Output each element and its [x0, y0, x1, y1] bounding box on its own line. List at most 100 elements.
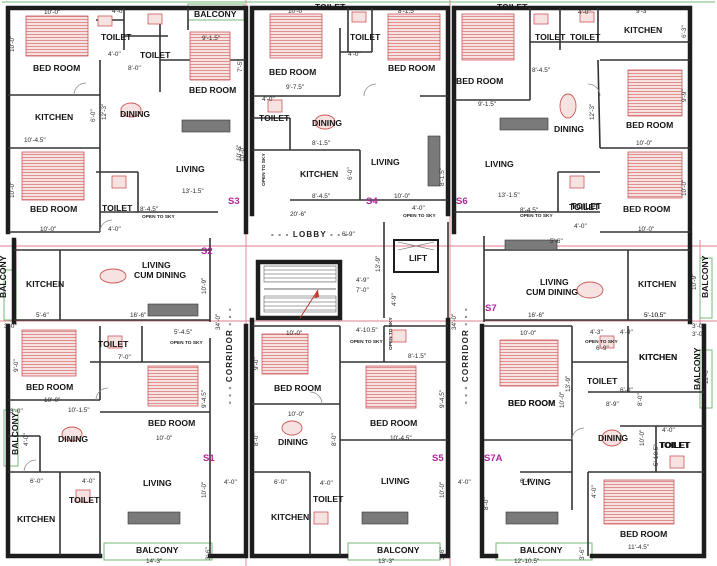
room-label: DINING [554, 124, 584, 134]
room-label: TOILET [350, 32, 381, 42]
dimension: 10'-0" [681, 180, 688, 196]
room-label: TOILET [140, 50, 171, 60]
dimension: 7'-0" [118, 354, 131, 361]
dimension: 8'-4.5" [312, 193, 330, 200]
dimension: 4'-0" [412, 205, 425, 212]
dimension: 10'-0" [638, 226, 654, 233]
dimension: 4'-3" [590, 329, 603, 336]
room-label: TOILET [497, 2, 528, 12]
room-label: TOILET [98, 339, 129, 349]
dimension: 4'-0" [578, 9, 591, 16]
dimension: 10'-0" [636, 140, 652, 147]
room-label: KITCHEN [300, 169, 338, 179]
dimension: 4'-0" [348, 51, 361, 58]
small-label: OPEN TO SKY [520, 213, 553, 219]
dimension: 6'-0" [347, 167, 354, 180]
room-label: KITCHEN [17, 514, 55, 524]
room-label: TOILET [535, 32, 566, 42]
room-label: LIVING [371, 157, 400, 167]
corridor-label: - - - CORRIDOR - - - [225, 307, 234, 404]
room-label: LIVING [176, 164, 205, 174]
room-label: BED ROOM [456, 76, 503, 86]
room-label: BALCONY [10, 412, 20, 455]
unit-label: S1 [203, 453, 215, 464]
dimension: 5'-6" [36, 312, 49, 319]
room-label: BALCONY [136, 545, 179, 555]
small-label: OPEN TO SKY [585, 339, 618, 345]
dimension: 11'-6" [703, 368, 710, 384]
small-label: OPEN TO SKY [170, 340, 203, 346]
dimension: 10'-0" [439, 482, 446, 498]
dimension: 8'-1.5" [439, 168, 446, 186]
room-label: KITCHEN [624, 25, 662, 35]
corridor-label: - - - CORRIDOR - - - [461, 307, 470, 404]
room-label: TOILET [660, 440, 691, 450]
room-label: TOILET [69, 495, 100, 505]
room-label: TOILET [259, 113, 290, 123]
dimension: 10'-0" [9, 182, 16, 198]
dimension: 10'-0" [520, 330, 536, 337]
room-label: BED ROOM [274, 383, 321, 393]
dimension: 8'-4.5" [520, 207, 538, 214]
unit-label: S7A [484, 453, 503, 464]
dimension: 5'-6" [550, 238, 563, 245]
dimension: 10'-0" [639, 430, 646, 446]
dimension: 9'-0" [253, 357, 260, 370]
dimension: 10'-1.5" [68, 407, 90, 414]
dimension: 10'-0" [286, 330, 302, 337]
dimension: 34'-0" [215, 314, 222, 330]
dimension: 14'-3" [146, 558, 162, 565]
dimension: 5'-4.5" [174, 329, 192, 336]
dimension: 6'-3" [681, 25, 688, 38]
room-label: TOILET [571, 201, 602, 211]
dining-tables [61, 93, 623, 447]
lift-shaft [397, 241, 435, 251]
dimension: 6'-9" [342, 231, 355, 238]
door-swings [23, 82, 601, 473]
room-label: TOILET [569, 202, 600, 212]
room-label: BED ROOM [269, 67, 316, 77]
room-label: LIVING [540, 277, 569, 287]
room-label: BED ROOM [626, 120, 673, 130]
dimension: 13'-1.5" [182, 188, 204, 195]
dimension: 4'-0" [458, 479, 471, 486]
room-label: TOILET [101, 32, 132, 42]
dimension: 4'-0" [108, 51, 121, 58]
room-label: KITCHEN [639, 352, 677, 362]
dimension: 10'-0" [40, 226, 56, 233]
dimension: 3'-6" [579, 547, 586, 560]
dimension: 4'-0" [108, 226, 121, 233]
dimension: 10'-0" [239, 146, 246, 162]
dimension: 8'-4.5" [532, 67, 550, 74]
dimension: 10'-0" [44, 9, 60, 16]
dimension: 9'-4.5" [201, 390, 208, 408]
dimension: 3'-6" [439, 547, 446, 560]
dimension: 4'-0" [224, 479, 237, 486]
dimension: 7'-0" [356, 287, 369, 294]
room-label: BALCONY [700, 255, 710, 298]
room-label: LIVING [142, 260, 171, 270]
dimension: 8'-9" [606, 401, 619, 408]
small-label: OPEN TO SKY [388, 317, 394, 350]
small-label: OPEN TO SKY [261, 153, 267, 186]
room-label: BED ROOM [623, 204, 670, 214]
dimension: 4'-9" [391, 293, 398, 306]
dimension: 6'-0" [90, 109, 97, 122]
room-label: KITCHEN [639, 352, 677, 362]
dimension: 13'-9" [565, 376, 572, 392]
dimension: 7'-5" [237, 59, 244, 72]
dimension: 10'-0" [9, 36, 16, 52]
dimension: 34'-0" [451, 314, 458, 330]
room-label: BALCONY [194, 9, 237, 19]
room-label: CUM DINING [526, 287, 578, 297]
dimension: 4'-10.5" [356, 327, 378, 334]
dimension: 4'-0" [662, 427, 675, 434]
dimension: 8'-1.5" [398, 8, 416, 15]
dimension: 20'-6" [290, 211, 306, 218]
sanitary-fixtures [75, 11, 685, 525]
dimension: 12'-3" [589, 104, 596, 120]
dimension: 10'-9" [201, 278, 208, 294]
room-label: BED ROOM [189, 85, 236, 95]
unit-label: S3 [228, 196, 240, 207]
